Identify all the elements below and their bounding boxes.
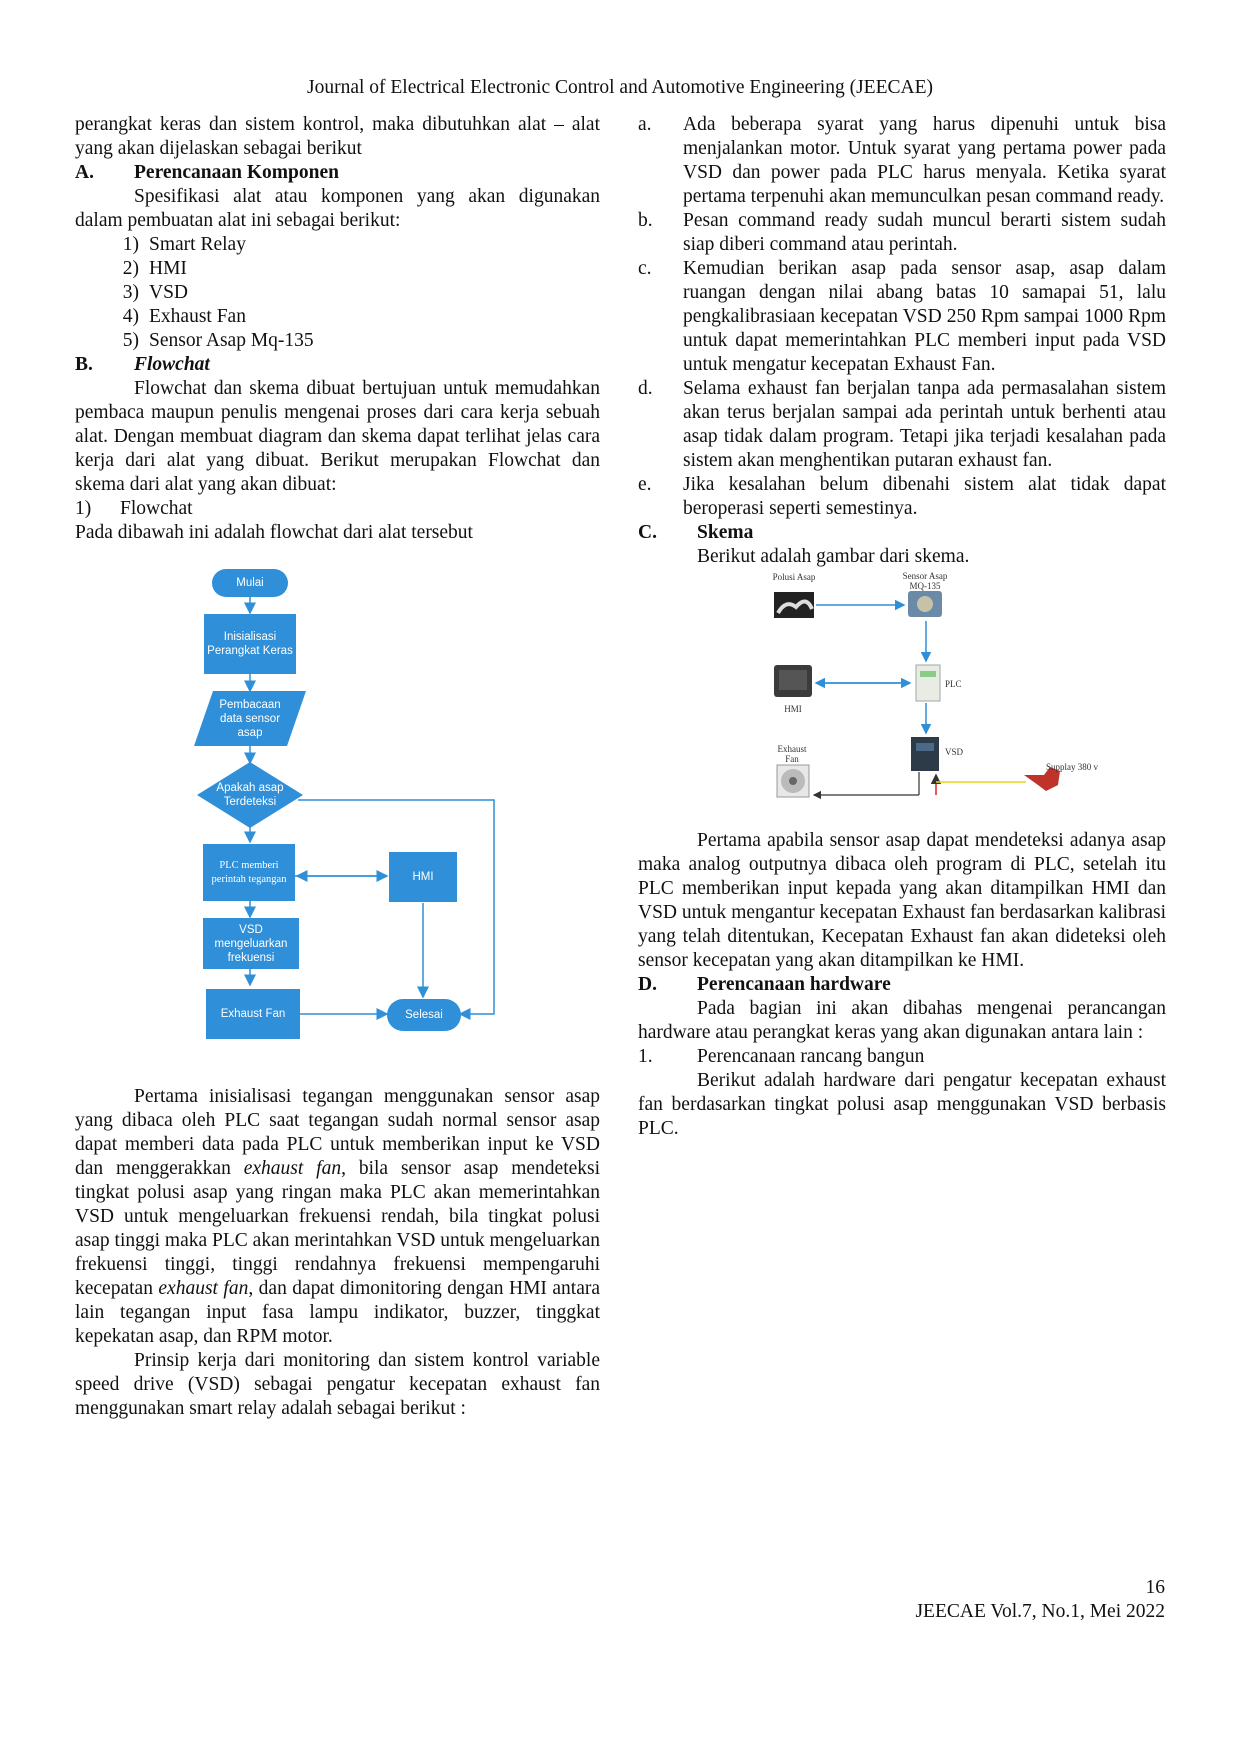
section-d-number: D. xyxy=(638,974,657,995)
steps-list: a. Ada beberapa syarat yang harus dipenuh… xyxy=(638,113,1166,521)
list-text: Kemudian berikan asap pada sensor asap, … xyxy=(683,258,1166,375)
text-run: , bila sensor asap mendeteksi tingkat po… xyxy=(75,1158,601,1299)
text-run: , dan dapat dimonitoring dengan HMI anta… xyxy=(75,1278,600,1347)
text-run-italic: exhaust fan xyxy=(243,1158,342,1179)
list-text: Smart Relay xyxy=(149,234,246,255)
pertama-skema-paragraph: Pertama apabila sensor asap dapat mendet… xyxy=(638,830,1166,971)
section-c-heading: C. Skema xyxy=(638,521,1166,545)
list-number: 4) xyxy=(122,306,139,327)
section-a-title: Perencanaan Komponen xyxy=(134,162,339,183)
subsection-flowchat: 1) Flowchat xyxy=(75,497,600,521)
text-run: Pertama inisialisasi tegangan menggunaka… xyxy=(75,1086,600,1179)
skema-label-vsd: VSD xyxy=(945,747,964,757)
list-item: 3) VSD xyxy=(75,281,600,305)
section-b-heading: B. Flowchat xyxy=(75,353,600,377)
section-a-heading: A. Perencanaan Komponen xyxy=(75,161,600,185)
right-column: a. Ada beberapa syarat yang harus dipenuh… xyxy=(638,113,1166,1141)
io-shape xyxy=(194,691,306,746)
skema-label-hmi: HMI xyxy=(784,704,802,714)
list-letter: c. xyxy=(638,258,652,279)
skema-label-exhaust: Exhaust Fan xyxy=(777,744,807,764)
flow-node-hmi: HMI xyxy=(389,852,457,902)
list-item: a. Ada beberapa syarat yang harus dipenuh… xyxy=(638,113,1166,209)
flow-node-apakah: Apakah asap Terdeteksi xyxy=(216,782,284,808)
section-d-heading: D. Perencanaan hardware xyxy=(638,973,1166,997)
component-list: 1)Smart Relay 2)HMI 3)VSD 4)Exhaust Fan … xyxy=(75,233,600,353)
section-c-number: C. xyxy=(638,522,657,543)
list-letter: b. xyxy=(638,210,653,231)
list-text: HMI xyxy=(149,258,187,279)
list-text: Ada beberapa syarat yang harus dipenuhi … xyxy=(683,114,1166,207)
list-number: 5) xyxy=(122,330,139,351)
list-number: 2) xyxy=(122,258,139,279)
page-number: 16 xyxy=(1145,1577,1166,1598)
list-item: 4) Exhaust Fan xyxy=(75,305,600,329)
flow-node-exhaust: Exhaust Fan xyxy=(206,989,300,1039)
flow-node-vsd: VSD mengeluarkan frekuensi xyxy=(203,918,299,969)
list-letter: e. xyxy=(638,474,652,495)
subsection-number: 1. xyxy=(638,1046,653,1067)
list-number: 1) xyxy=(122,234,139,255)
subsection-rancang: 1. Perencanaan rancang bangun xyxy=(638,1045,1166,1069)
vsd-image xyxy=(911,737,939,771)
list-item: 2) HMI xyxy=(75,257,600,281)
list-item: 5) Sensor Asap Mq-135 xyxy=(75,329,600,353)
hardware-paragraph: Pada bagian ini akan dibahas mengenai pe… xyxy=(638,998,1166,1043)
journal-footer: JEECAE Vol.7, No.1, Mei 2022 xyxy=(915,1601,1165,1622)
list-item: e. Jika kesalahan belum dibenahi sistem a… xyxy=(638,473,1166,521)
list-letter: d. xyxy=(638,378,653,399)
skema-label-polusi: Polusi Asap xyxy=(772,572,816,582)
list-text: Selama exhaust fan berjalan tanpa ada pe… xyxy=(683,378,1166,471)
left-column: perangkat keras dan sistem kontrol, maka… xyxy=(75,113,600,1421)
supply-plug-image xyxy=(1024,767,1060,791)
list-item: c. Kemudian berikan asap pada sensor asap… xyxy=(638,257,1166,377)
section-a-number: A. xyxy=(75,162,94,183)
pertama-paragraph: Pertama inisialisasi tegangan menggunaka… xyxy=(75,1085,600,1349)
section-b-title: Flowchat xyxy=(134,354,210,375)
rancang-paragraph: Berikut adalah hardware dari pengatur ke… xyxy=(638,1070,1166,1139)
running-header: Journal of Electrical Electronic Control… xyxy=(307,77,933,98)
list-number: 3) xyxy=(122,282,139,303)
prinsip-paragraph: Prinsip kerja dari monitoring dan sistem… xyxy=(75,1350,600,1419)
flow-node-inisialisasi: Inisialisasi Perangkat Keras xyxy=(204,614,296,674)
flow-node-selesai: Selesai xyxy=(387,999,461,1031)
section-b-number: B. xyxy=(75,354,93,375)
flowchart-connectors xyxy=(194,596,495,1020)
skema-label-sensor: Sensor Asap MQ-135 xyxy=(902,571,948,591)
flow-node-pembacaan: Pembacaan data sensor asap xyxy=(219,699,281,739)
list-item: b. Pesan command ready sudah muncul berar… xyxy=(638,209,1166,257)
plc-image xyxy=(915,664,941,702)
list-text: Sensor Asap Mq-135 xyxy=(149,330,314,351)
list-text: Exhaust Fan xyxy=(149,306,246,327)
subsection-title: Perencanaan rancang bangun xyxy=(697,1046,925,1067)
arrow-tidak-selesai xyxy=(298,799,495,1020)
text-run-italic: exhaust fan xyxy=(158,1278,249,1299)
spesifikasi-paragraph: Spesifikasi alat atau komponen yang akan… xyxy=(75,186,600,231)
skema-label-supply: Supplay 380 v xyxy=(1045,762,1098,772)
intro-paragraph: perangkat keras dan sistem kontrol, maka… xyxy=(75,114,600,159)
list-text: Jika kesalahan belum dibenahi sistem ala… xyxy=(683,474,1166,519)
subsection-title: Flowchat xyxy=(120,498,193,519)
list-text: VSD xyxy=(149,282,189,303)
flowchat-paragraph: Flowchat dan skema dibuat bertujuan untu… xyxy=(75,378,600,495)
flow-intro: Pada dibawah ini adalah flowchat dari al… xyxy=(75,522,473,543)
skema-figure: Polusi Asap Sensor Asap MQ-135 PLC HMI V… xyxy=(638,569,1166,829)
list-item: d. Selama exhaust fan berjalan tanpa ada … xyxy=(638,377,1166,473)
skema-label-plc: PLC xyxy=(945,679,962,689)
flow-node-plc: PLC memberi perintah tegangan xyxy=(203,844,295,901)
list-letter: a. xyxy=(638,114,652,135)
section-d-title: Perencanaan hardware xyxy=(697,974,891,995)
list-item: 1) Smart Relay xyxy=(75,233,600,257)
section-c-title: Skema xyxy=(697,522,754,543)
decision-shape xyxy=(197,762,303,828)
skema-intro: Berikut adalah gambar dari skema. xyxy=(697,546,970,567)
flow-node-mulai: Mulai xyxy=(212,569,288,597)
subsection-number: 1) xyxy=(75,498,92,519)
skema-drawing xyxy=(774,591,1060,800)
list-text: Pesan command ready sudah muncul berarti… xyxy=(683,210,1166,255)
flowchart-figure: Mulai Inisialisasi Perangkat Keras Pemba… xyxy=(75,545,600,1085)
